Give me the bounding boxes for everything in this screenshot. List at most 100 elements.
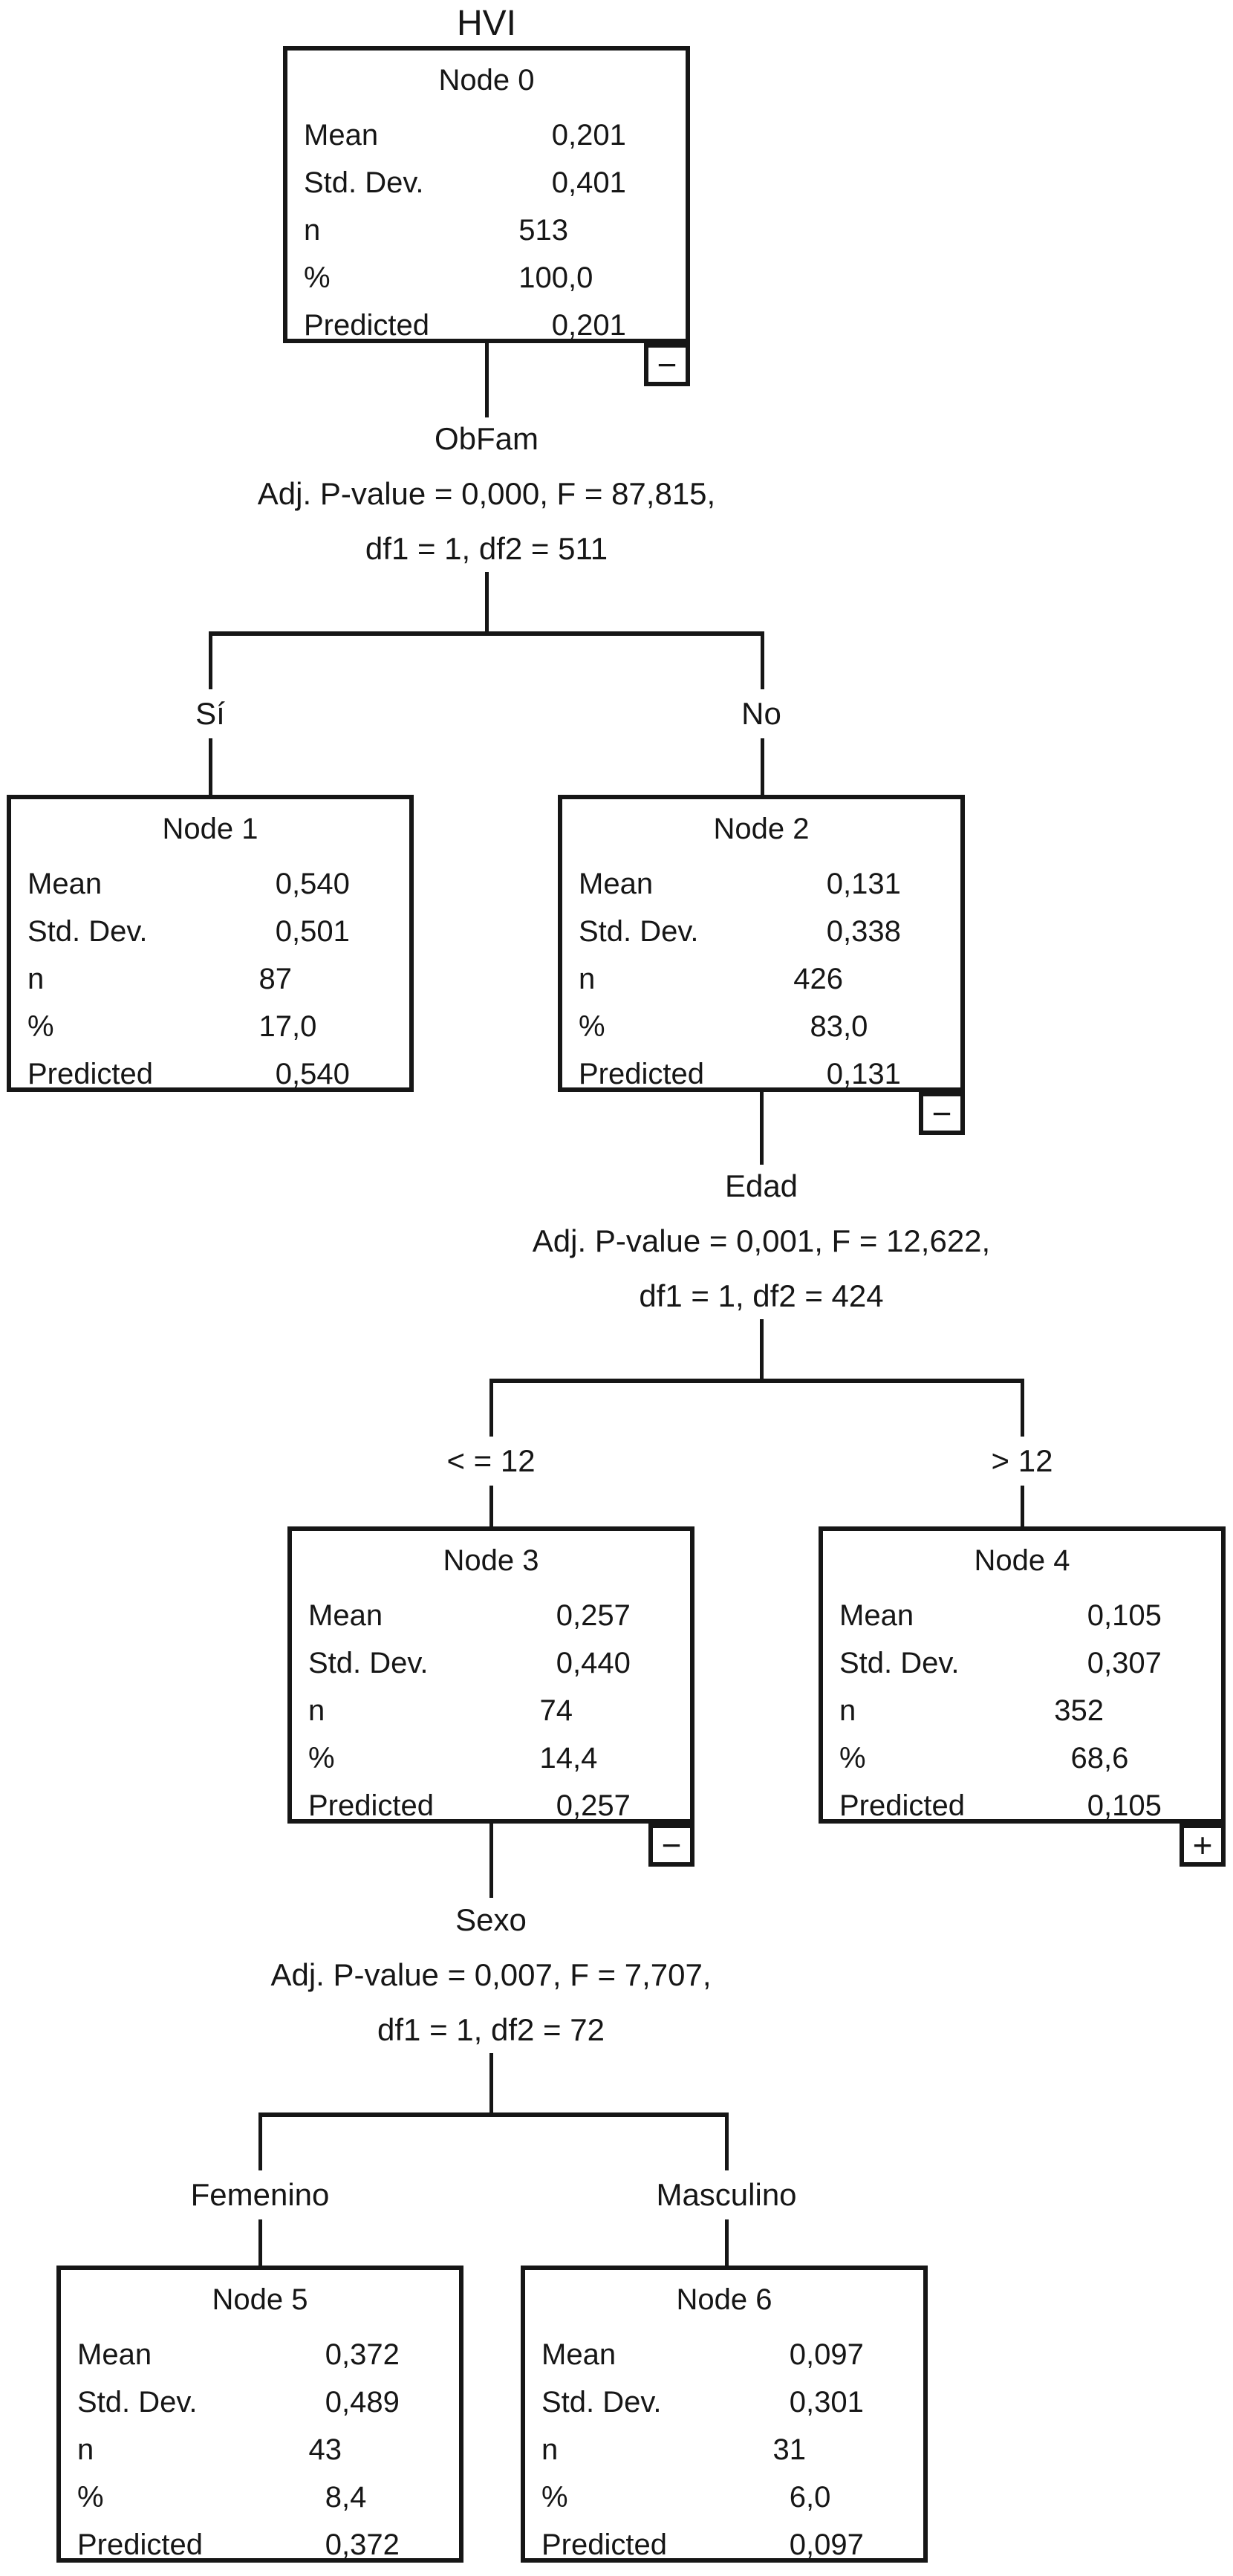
- stat-value-int: 0: [1087, 1789, 1104, 1822]
- node-stat-row: %8,4: [61, 2481, 459, 2517]
- stat-label: Std. Dev.: [541, 2386, 662, 2419]
- stat-label: n: [77, 2433, 94, 2466]
- stat-label: Mean: [304, 119, 379, 152]
- stat-value-frac: ,0: [568, 261, 593, 294]
- node-stat-row: %83,0: [562, 1010, 960, 1046]
- node-title: Node 4: [974, 1544, 1070, 1577]
- stat-label: Predicted: [308, 1789, 434, 1822]
- stat-value-int: 0: [325, 2528, 342, 2561]
- split-stats-line1: Adj. P-value = 0,001, F = 12,622,: [532, 1223, 991, 1258]
- node-stat-row: Std. Dev.0,440: [292, 1647, 690, 1682]
- node-stat-row: Std. Dev.0,501: [11, 915, 409, 951]
- node-stat-row: Std. Dev.0,307: [823, 1647, 1221, 1682]
- tree-title: HVI: [456, 4, 516, 43]
- stat-label: Predicted: [839, 1789, 965, 1822]
- node-title: Node 6: [676, 2283, 772, 2316]
- node-title: Node 0: [438, 64, 535, 97]
- node-stat-row: Std. Dev.0,489: [61, 2386, 459, 2421]
- stat-value-int: 6: [789, 2481, 806, 2514]
- stat-label: n: [308, 1694, 325, 1727]
- stat-value-frac: ,489: [342, 2386, 400, 2419]
- stat-value-int: 513: [518, 214, 568, 247]
- stat-value-frac: ,540: [292, 868, 350, 900]
- stat-value-frac: ,307: [1104, 1647, 1162, 1679]
- stat-value-int: 0: [1087, 1647, 1104, 1679]
- split-variable-obfam: ObFam: [434, 421, 539, 456]
- stat-label: Mean: [579, 868, 654, 900]
- stat-value-int: 0: [551, 119, 568, 152]
- connector-branch-masculino-upper: [725, 2112, 729, 2170]
- node-stat-row: %6,0: [525, 2481, 923, 2517]
- node-title: Node 2: [713, 813, 810, 845]
- stat-value-int: 0: [556, 1599, 573, 1632]
- connector-branch-femenino-upper: [258, 2112, 262, 2170]
- stat-value-frac: ,257: [573, 1599, 631, 1632]
- stat-label: Std. Dev.: [304, 166, 424, 199]
- stat-value-int: 426: [793, 963, 843, 995]
- connector-branch-femenino-lower: [258, 2219, 262, 2266]
- stat-label: Mean: [839, 1599, 914, 1632]
- stat-value-frac: ,097: [806, 2338, 864, 2371]
- split-stats-line2: df1 = 1, df2 = 72: [377, 2012, 605, 2047]
- node-title: Node 3: [443, 1544, 539, 1577]
- stat-value-int: 83: [810, 1010, 844, 1043]
- branch-label-femenino: Femenino: [190, 2177, 330, 2212]
- stat-label: n: [541, 2433, 559, 2466]
- connector-branch-le12-lower: [489, 1486, 493, 1526]
- stat-value-int: 0: [826, 868, 843, 900]
- stat-value-frac: ,301: [806, 2386, 864, 2419]
- stat-label: %: [27, 1010, 54, 1043]
- split-variable-sexo: Sexo: [455, 1902, 527, 1937]
- stat-label: Predicted: [579, 1058, 704, 1090]
- stat-label: Std. Dev.: [579, 915, 699, 948]
- branch-label-no: No: [741, 696, 781, 731]
- stat-value-frac: ,6: [1104, 1742, 1129, 1775]
- node-stat-row: %17,0: [11, 1010, 409, 1046]
- stat-label: Predicted: [77, 2528, 203, 2561]
- connector-branch-gt12-lower: [1021, 1486, 1024, 1526]
- connector-branch-gt12-upper: [1021, 1379, 1024, 1437]
- node-stat-row: Std. Dev.0,401: [287, 166, 686, 202]
- stat-label: n: [304, 214, 321, 247]
- stat-label: Mean: [27, 868, 103, 900]
- stat-value-int: 0: [1087, 1599, 1104, 1632]
- stat-value-frac: ,0: [806, 2481, 831, 2514]
- stat-label: Predicted: [27, 1058, 153, 1090]
- stat-label: Std. Dev.: [27, 915, 148, 948]
- stat-label: Std. Dev.: [308, 1647, 429, 1679]
- node-3-collapse-button[interactable]: −: [648, 1824, 694, 1867]
- connector-branch-si-lower: [209, 738, 212, 795]
- node-4-expand-button[interactable]: +: [1180, 1824, 1226, 1867]
- stat-value-int: 14: [539, 1742, 573, 1775]
- stat-value-int: 68: [1070, 1742, 1105, 1775]
- stat-label: n: [27, 963, 45, 995]
- stat-label: Predicted: [541, 2528, 667, 2561]
- stat-value-int: 0: [556, 1789, 573, 1822]
- connector-branch-le12-upper: [489, 1379, 493, 1437]
- stat-value-frac: ,440: [573, 1647, 631, 1679]
- connector-node2-down: [760, 1092, 764, 1165]
- node-stat-row: Std. Dev.0,301: [525, 2386, 923, 2421]
- stat-value-int: 0: [275, 868, 292, 900]
- branch-label-masculino: Masculino: [656, 2177, 797, 2212]
- stat-value-frac: ,201: [568, 119, 626, 152]
- node-0-collapse-button[interactable]: −: [644, 343, 690, 386]
- stat-value-int: 0: [789, 2338, 806, 2371]
- stat-value-frac: ,4: [342, 2481, 367, 2514]
- connector-branch-no-lower: [761, 738, 764, 795]
- node-2-collapse-button[interactable]: −: [919, 1092, 965, 1135]
- node-stat-row: n 513: [287, 214, 686, 250]
- stat-value-int: 0: [789, 2528, 806, 2561]
- stat-value-frac: ,501: [292, 915, 350, 948]
